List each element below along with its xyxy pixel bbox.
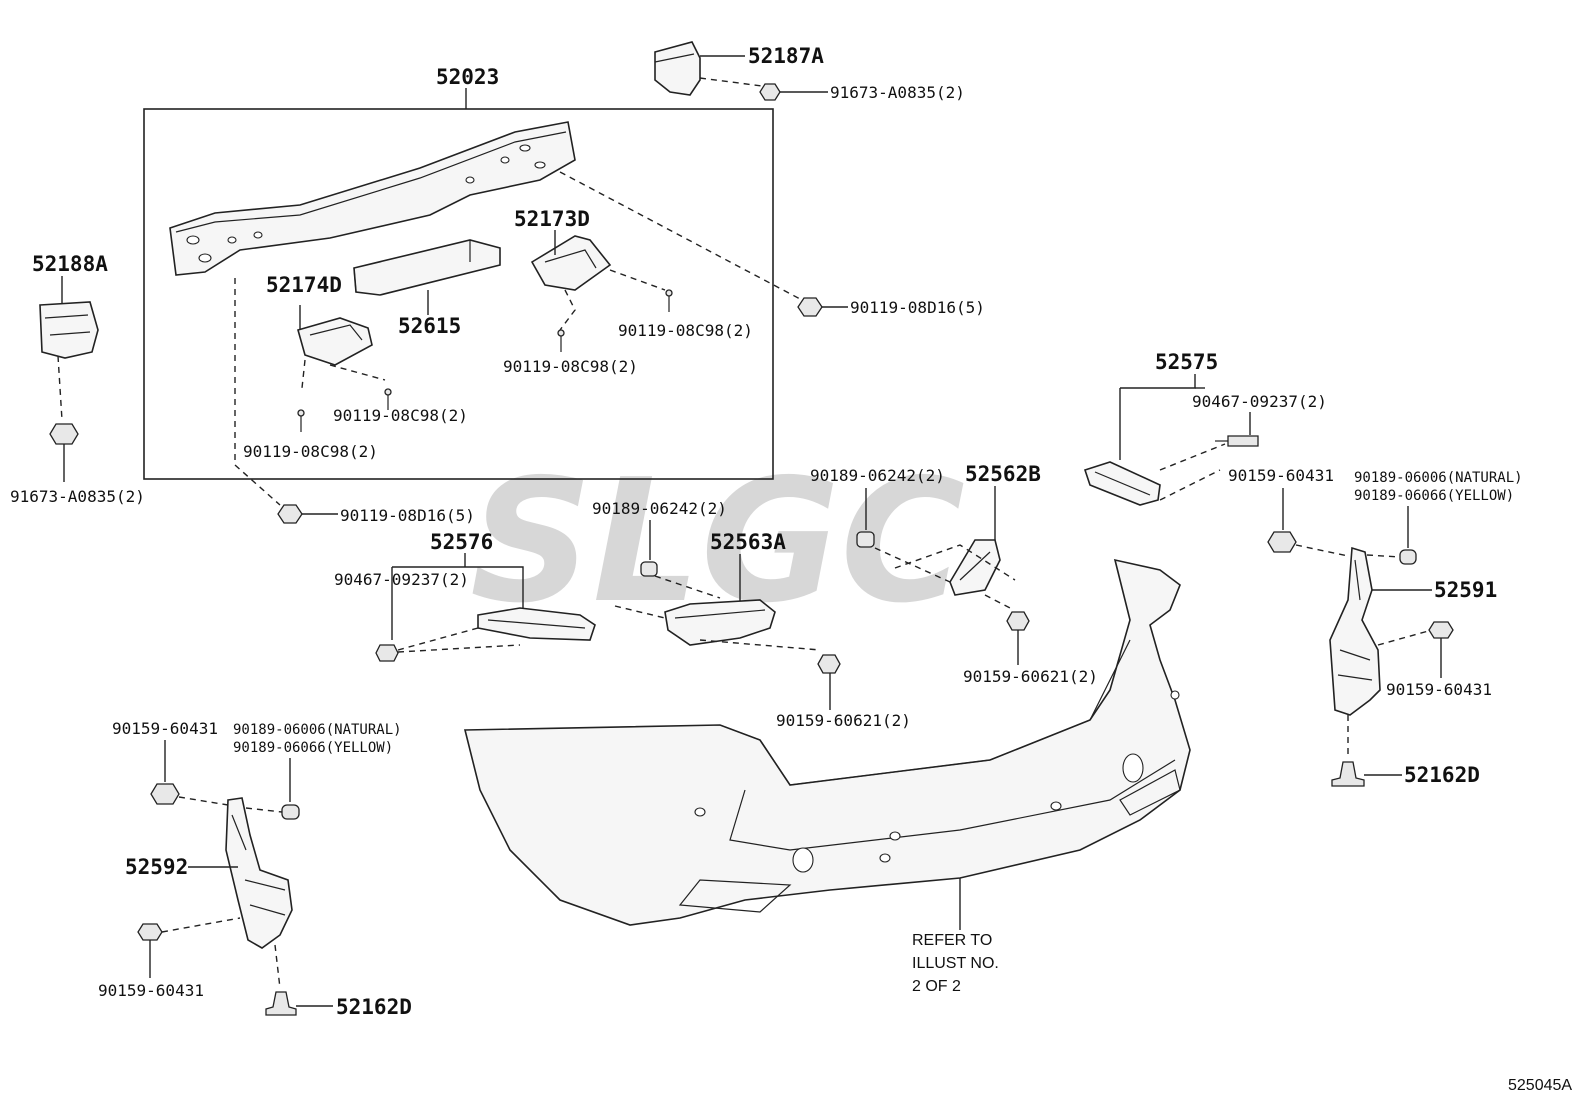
- retainer-lh-label[interactable]: 52576: [430, 530, 493, 554]
- stay-left-bolt-label[interactable]: 91673-A0835(2): [10, 487, 145, 506]
- stay-left-part[interactable]: [39, 301, 99, 359]
- support-lh-bolt-icon: [817, 654, 841, 674]
- retainer-rh-leader: [1119, 374, 1196, 460]
- retainer-lh-part[interactable]: [477, 607, 596, 641]
- reinf-bolt-right-dash: [559, 171, 803, 301]
- side-rh-label[interactable]: 52591: [1434, 578, 1497, 602]
- side-rh-bolt-top-label[interactable]: 90159-60431: [1228, 466, 1334, 485]
- side-lh-nut-natural-label[interactable]: 90189-06006(NATURAL): [233, 722, 402, 738]
- bracket-center-r-dashes: [559, 269, 666, 331]
- side-lh-nut-yellow-label[interactable]: 90189-06066(YELLOW): [233, 740, 393, 756]
- side-rh-top-dashes: [1295, 544, 1401, 558]
- side-lh-bolt-top-icon: [150, 783, 180, 805]
- screw-r2-icon: [557, 329, 565, 352]
- side-rh-nut-icon: [1399, 549, 1417, 565]
- retainer-lh-dashes: [397, 627, 521, 653]
- absorber-label[interactable]: 52615: [398, 314, 461, 338]
- retainer-rh-label[interactable]: 52575: [1155, 350, 1218, 374]
- support-rh-dashes: [874, 544, 1016, 609]
- side-rh-nut-natural-label[interactable]: 90189-06006(NATURAL): [1354, 470, 1523, 486]
- side-lh-part[interactable]: [225, 797, 293, 949]
- screw-l1-icon: [384, 388, 392, 410]
- bumper-cover-part[interactable]: [463, 558, 1191, 926]
- reinforcement-label[interactable]: 52023: [436, 65, 499, 89]
- screw-r1-label[interactable]: 90119-08C98(2): [618, 321, 753, 340]
- support-lh-dashes: [614, 575, 821, 651]
- bracket-center-l-label[interactable]: 52174D: [266, 273, 342, 297]
- support-rh-bolt-icon: [1006, 611, 1030, 631]
- support-lh-label[interactable]: 52563A: [710, 530, 786, 554]
- screw-r1-icon: [665, 289, 673, 312]
- side-rh-clip-icon: [1331, 761, 1365, 787]
- support-rh-part[interactable]: [949, 539, 1001, 596]
- support-rh-label[interactable]: 52562B: [965, 462, 1041, 486]
- side-lh-label[interactable]: 52592: [125, 855, 188, 879]
- stay-left-bolt-icon: [49, 423, 79, 445]
- screw-r2-label[interactable]: 90119-08C98(2): [503, 357, 638, 376]
- retainer-lh-screw-icon: [375, 644, 399, 662]
- side-rh-mid-dash: [1377, 629, 1433, 646]
- reference-note-line2: ILLUST NO.: [912, 955, 999, 972]
- reference-note-line3: 2 OF 2: [912, 978, 961, 995]
- side-lh-bolt-low-icon: [137, 923, 163, 941]
- screw-l2-icon: [297, 409, 305, 432]
- bracket-center-r-part[interactable]: [530, 235, 612, 291]
- side-lh-nut-icon: [281, 804, 300, 820]
- side-rh-clip-label[interactable]: 52162D: [1404, 763, 1480, 787]
- diagram-id: 525045A: [1508, 1077, 1572, 1094]
- retainer-lh-leader: [391, 566, 524, 640]
- screw-l1-label[interactable]: 90119-08C98(2): [333, 406, 468, 425]
- side-lh-clip-label[interactable]: 52162D: [336, 995, 412, 1019]
- stay-top-dash: [699, 77, 763, 87]
- bracket-center-l-dashes: [301, 359, 386, 389]
- side-rh-nut-yellow-label[interactable]: 90189-06066(YELLOW): [1354, 488, 1514, 504]
- support-lh-bolt-label[interactable]: 90159-60621(2): [776, 711, 911, 730]
- side-rh-bolt-top-icon: [1267, 531, 1297, 553]
- support-lh-part[interactable]: [664, 599, 776, 646]
- support-rh-nut-label[interactable]: 90189-06242(2): [810, 466, 945, 485]
- reinf-bolt-left-label[interactable]: 90119-08D16(5): [340, 506, 475, 525]
- side-lh-bolt-low-label[interactable]: 90159-60431: [98, 981, 204, 1000]
- side-lh-low-dash: [161, 917, 241, 933]
- stay-top-bolt-icon: [759, 83, 781, 101]
- reinforcement-beam-part[interactable]: [169, 121, 576, 276]
- reinf-bolt-right-label[interactable]: 90119-08D16(5): [850, 298, 985, 317]
- support-rh-nut-icon: [856, 531, 875, 548]
- bracket-center-l-part[interactable]: [297, 317, 373, 366]
- reinf-bolt-left-icon: [277, 504, 303, 524]
- side-rh-part[interactable]: [1329, 546, 1381, 716]
- retainer-rh-dashes: [1159, 443, 1226, 501]
- retainer-lh-screw-label[interactable]: 90467-09237(2): [334, 570, 469, 589]
- stay-left-dash: [57, 355, 63, 421]
- support-lh-nut-icon: [640, 561, 658, 577]
- support-rh-bolt-label[interactable]: 90159-60621(2): [963, 667, 1098, 686]
- side-lh-bolt-top-label[interactable]: 90159-60431: [112, 719, 218, 738]
- side-rh-bolt-mid-label[interactable]: 90159-60431: [1386, 680, 1492, 699]
- reinf-bolt-right-icon: [797, 297, 823, 317]
- reinforcement-group-box: [143, 108, 774, 480]
- absorber-part[interactable]: [353, 239, 501, 296]
- screw-l2-label[interactable]: 90119-08C98(2): [243, 442, 378, 461]
- stay-top-part[interactable]: [654, 41, 701, 96]
- retainer-rh-part[interactable]: [1083, 461, 1161, 506]
- reference-note-line1: REFER TO: [912, 932, 992, 949]
- stay-left-label[interactable]: 52188A: [32, 252, 108, 276]
- side-rh-bolt-mid-icon: [1428, 621, 1454, 639]
- side-lh-top-dashes: [178, 796, 283, 813]
- support-lh-nut-label[interactable]: 90189-06242(2): [592, 499, 727, 518]
- retainer-rh-screw-label[interactable]: 90467-09237(2): [1192, 392, 1327, 411]
- stay-top-bolt-label[interactable]: 91673-A0835(2): [830, 83, 965, 102]
- side-lh-clip-icon: [265, 991, 297, 1016]
- stay-top-label[interactable]: 52187A: [748, 44, 824, 68]
- side-lh-clip-dash: [274, 944, 281, 989]
- reinf-bolt-left-dash: [234, 278, 281, 506]
- bracket-center-r-label[interactable]: 52173D: [514, 207, 590, 231]
- retainer-rh-screw-icon: [1215, 435, 1259, 447]
